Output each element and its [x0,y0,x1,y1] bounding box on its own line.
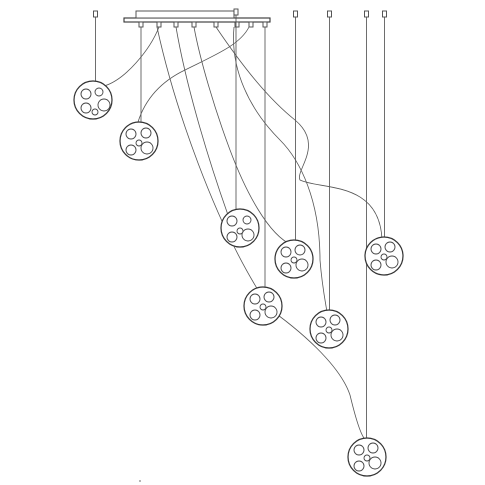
pendant-globe [243,286,283,326]
power-cable [263,304,367,441]
power-cable [175,26,229,216]
power-cable [103,26,160,87]
pendant-globe [220,208,260,248]
pendant-globe [364,236,404,276]
pendant-globe [73,80,113,120]
canopy-port [262,21,268,28]
pendant-globe [347,437,387,477]
pendant-globe [119,121,159,161]
ceiling-anchor [327,10,332,18]
suspension-wires [95,15,385,438]
power-cable [233,26,328,313]
canopy-top [135,10,235,19]
pendant-globes [73,80,404,477]
ceiling-anchor [293,10,298,18]
power-cable [156,26,259,291]
power-cables [103,26,383,441]
canopy-port [138,21,144,28]
canopy-port [173,21,179,28]
canopy-port [156,21,162,28]
canopy-port [234,21,240,28]
canopy-port [213,21,219,28]
canopy-port [248,21,254,28]
ceiling-anchor [364,10,369,18]
pendant-globe [309,309,349,349]
pendant-globe [274,239,314,279]
canopy-plate [123,17,271,23]
ceiling-canopy [123,8,271,28]
canopy-port [191,21,197,28]
ceiling-anchor [93,10,98,18]
canopy-anchor [233,8,239,16]
power-cable [215,26,383,241]
ceiling-anchors [93,10,387,18]
ceiling-anchor [382,10,387,18]
power-cable [193,26,293,246]
power-cable [137,26,250,123]
